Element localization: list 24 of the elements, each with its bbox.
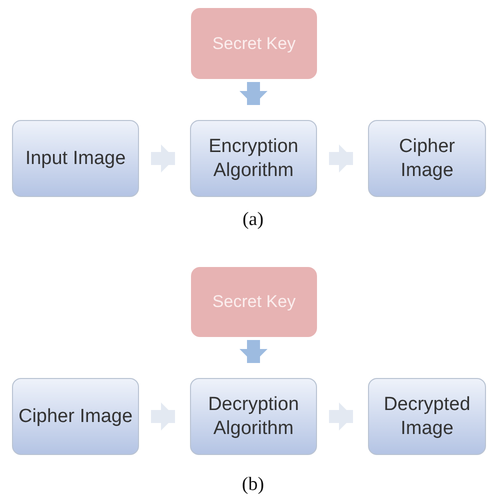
panel-caption: (b) [242, 474, 264, 496]
box-label: Cipher Image [398, 134, 456, 182]
arrow [151, 144, 175, 172]
process-box [368, 378, 486, 455]
arrow [151, 402, 175, 430]
box-label: Cipher Image [17, 404, 134, 428]
process-box [12, 378, 139, 455]
arrow [329, 144, 353, 172]
process-box [368, 120, 486, 197]
box-label: Input Image [24, 146, 127, 170]
arrow [240, 82, 268, 105]
panel-caption: (a) [242, 209, 264, 231]
process-box [190, 120, 317, 197]
box-label: Decryption Algorithm [207, 392, 300, 440]
key-box [191, 8, 317, 79]
arrow [329, 402, 353, 430]
process-box [12, 120, 139, 197]
box-label: Encryption Algorithm [208, 134, 300, 182]
key-box [191, 267, 317, 337]
arrow [240, 340, 268, 363]
box-label: Secret Key [211, 34, 297, 54]
box-label: Decrypted Image [382, 392, 472, 440]
box-label: Secret Key [211, 292, 297, 312]
process-box [190, 378, 317, 455]
